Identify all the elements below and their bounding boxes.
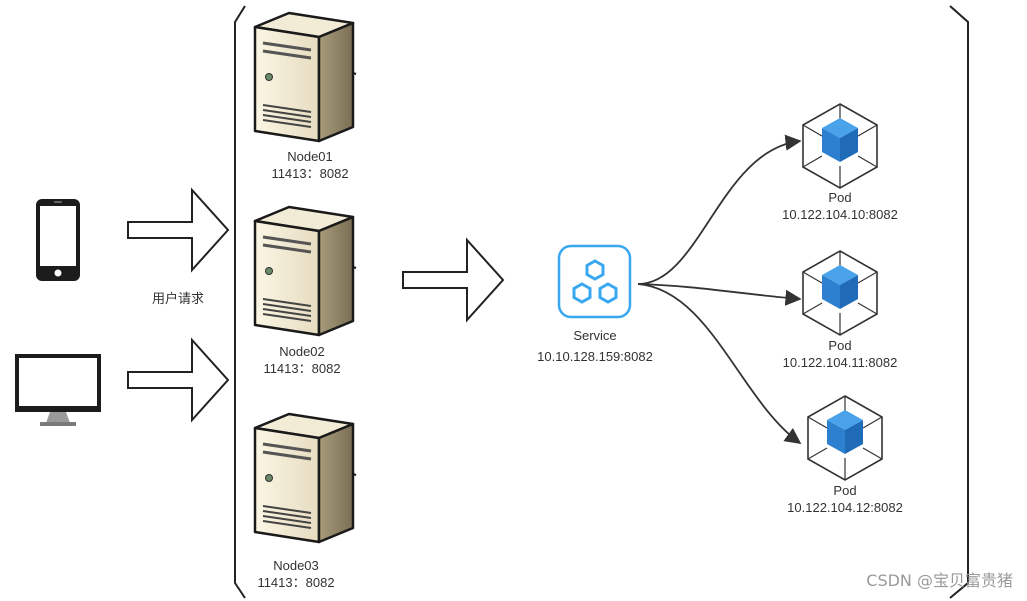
node03-address: 11413：8082 [257, 575, 335, 590]
service-to-pod1-arrow [637, 134, 802, 285]
service-name: Service [573, 328, 617, 343]
pod2-name: Pod [828, 338, 852, 353]
pod1-cube-icon [802, 103, 878, 189]
request-arrow-bottom [127, 339, 229, 421]
pod2-address: 10.122.104.11:8082 [782, 355, 898, 370]
pod3-cube-icon [807, 395, 883, 481]
service-address: 10.10.128.159:8082 [537, 349, 653, 364]
pod3-name: Pod [833, 483, 857, 498]
node02-name: Node02 [279, 344, 325, 359]
node-to-service-arrow [402, 239, 504, 321]
pod1-name: Pod [828, 190, 852, 205]
pod1-address: 10.122.104.10:8082 [782, 207, 898, 222]
watermark: CSDN @宝贝富贵猪 [866, 571, 1013, 590]
user-request-label: 用户请求 [151, 291, 204, 306]
monitor-icon [15, 354, 101, 426]
pod3-address: 10.122.104.12:8082 [787, 500, 903, 515]
node01-name: Node01 [287, 149, 333, 164]
request-arrow-top [127, 189, 229, 271]
service-to-pod2-arrow [637, 283, 802, 306]
pod2-cube-icon [802, 250, 878, 336]
node02-server-icon [253, 205, 358, 337]
node01-server-icon [253, 11, 358, 143]
phone-icon [36, 199, 80, 281]
node01-address: 11413：8082 [271, 166, 349, 181]
node-cluster-left-bracket [234, 5, 246, 599]
node02-address: 11413：8082 [263, 361, 341, 376]
node03-server-icon [253, 412, 358, 544]
service-to-pod3-arrow [637, 283, 802, 444]
node03-name: Node03 [273, 558, 319, 573]
service-icon [557, 244, 632, 319]
node-cluster-right-bracket [949, 5, 969, 599]
